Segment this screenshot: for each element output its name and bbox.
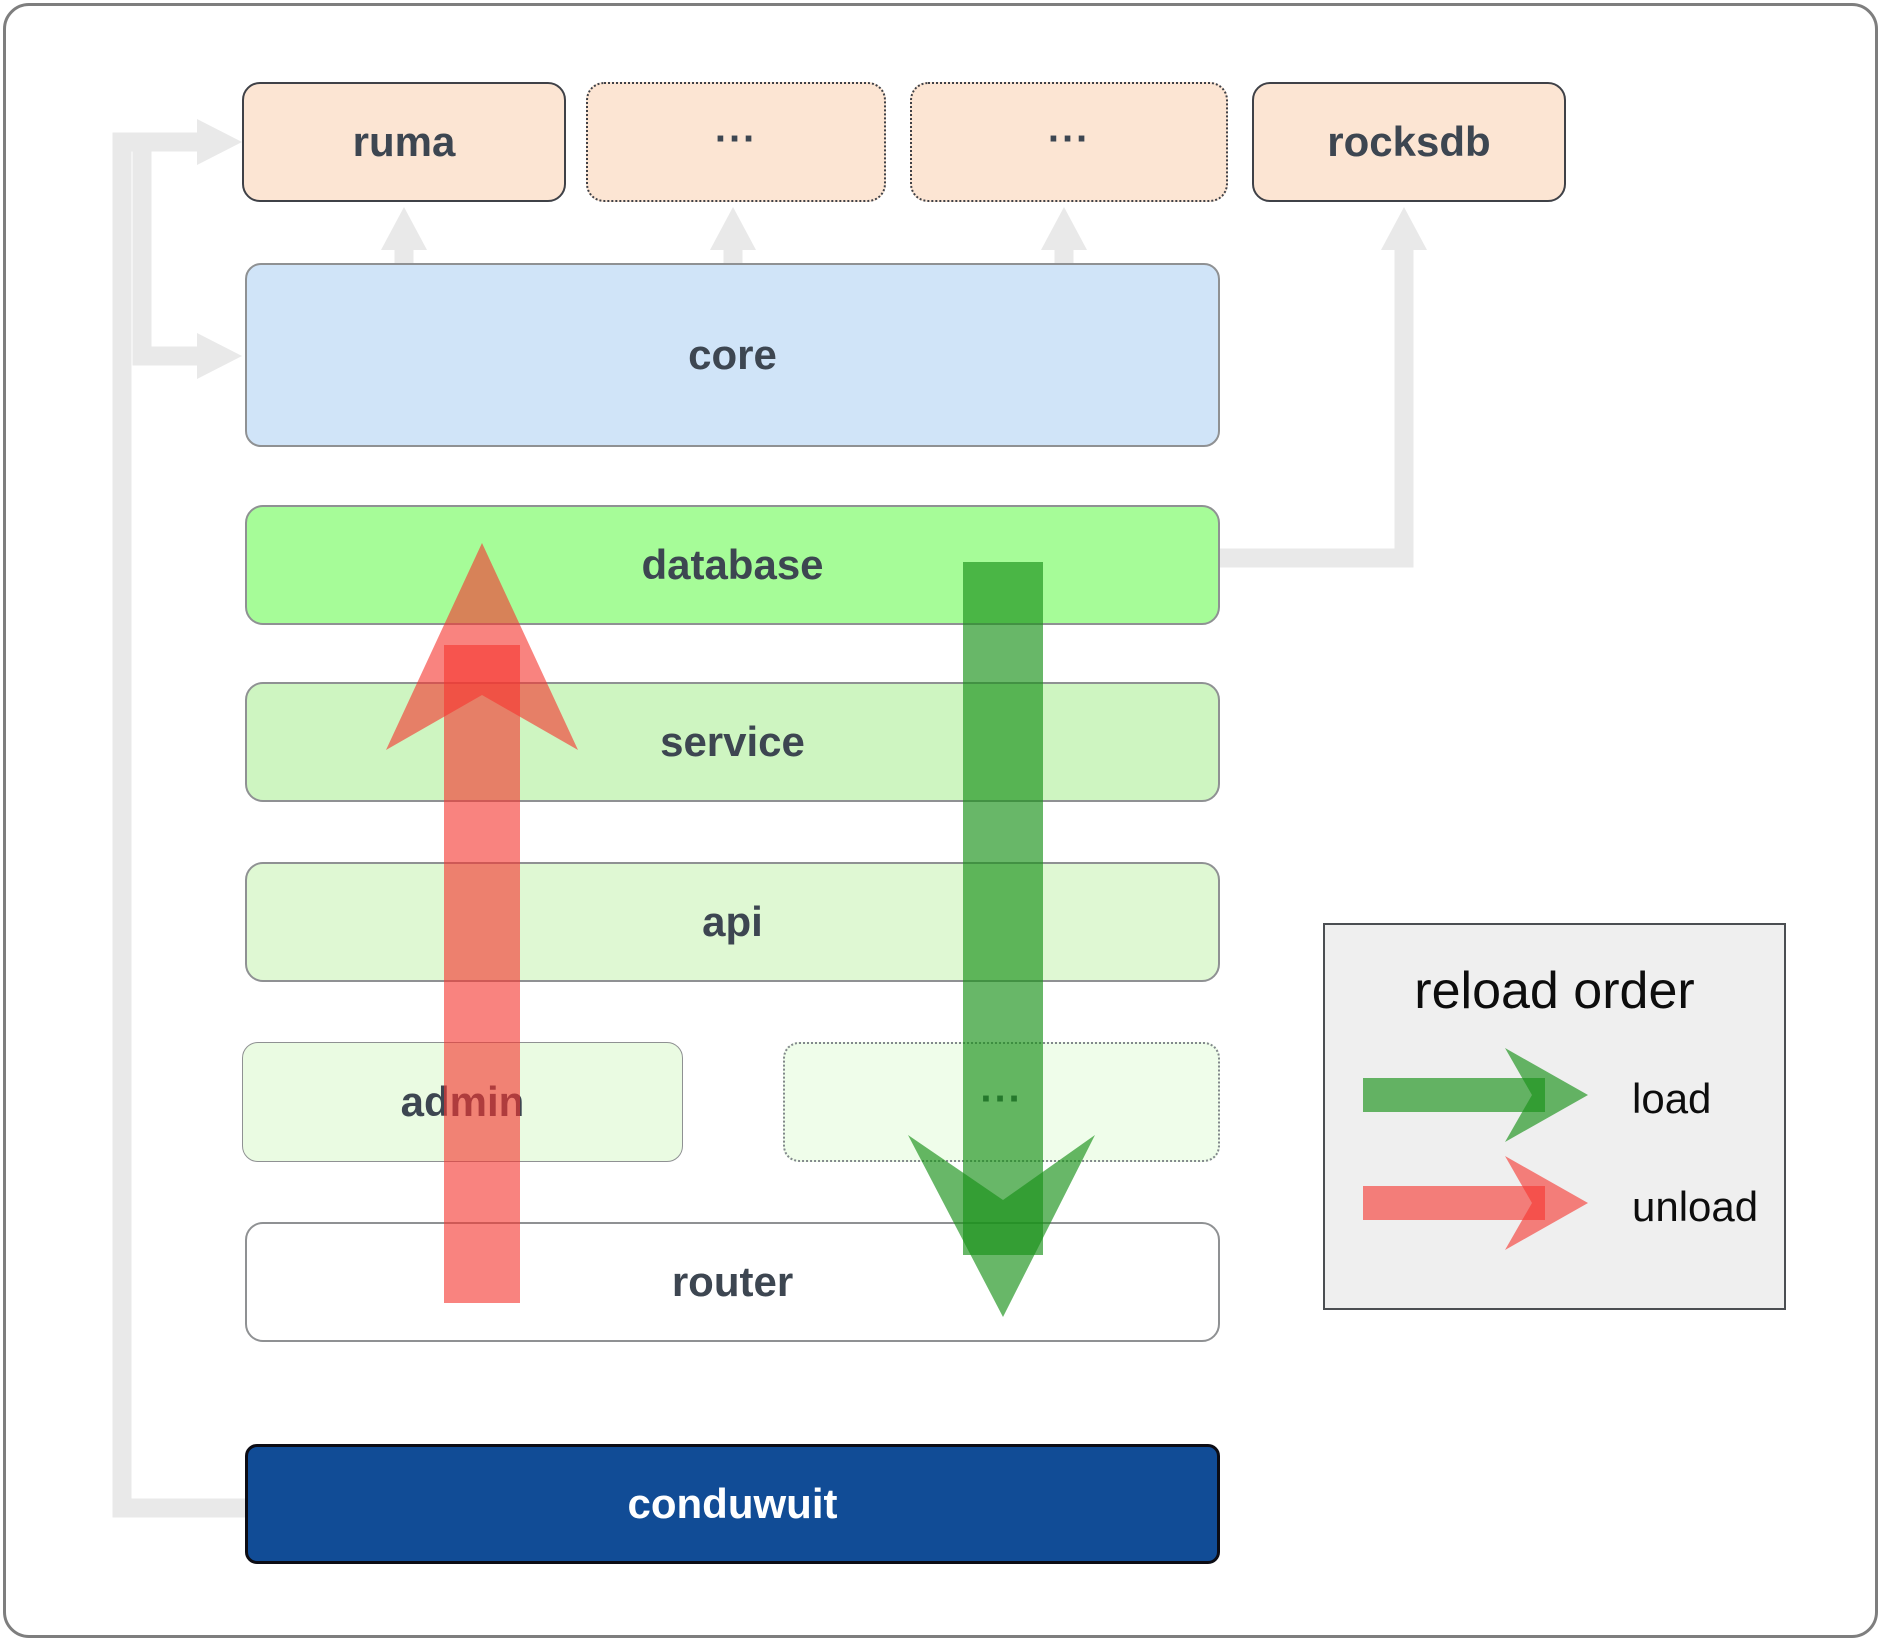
node-api: api xyxy=(245,862,1220,982)
node-service-label: service xyxy=(660,718,805,765)
node-ellipsis-admin-row-label: ... xyxy=(980,1066,1023,1110)
legend-load-label: load xyxy=(1632,1075,1712,1122)
legend-unload-label: unload xyxy=(1632,1183,1759,1230)
legend-box: reload order load unload xyxy=(1323,923,1786,1310)
node-service: service xyxy=(245,682,1220,802)
node-ellipsis-admin-row: ... xyxy=(783,1042,1220,1162)
node-ruma-label: ruma xyxy=(352,118,456,165)
node-ruma: ruma xyxy=(242,82,566,202)
legend-title: reload order xyxy=(1414,962,1695,1020)
node-ellipsis-top-1: ... xyxy=(586,82,886,202)
node-admin: admin xyxy=(242,1042,683,1162)
node-rocksdb-label: rocksdb xyxy=(1327,118,1491,165)
node-rocksdb: rocksdb xyxy=(1252,82,1566,202)
node-database: database xyxy=(245,505,1220,625)
outer-frame xyxy=(3,3,1878,1638)
node-conduwuit: conduwuit xyxy=(245,1444,1220,1564)
node-database-label: database xyxy=(641,541,824,588)
node-ellipsis-top-1-label: ... xyxy=(714,106,758,150)
node-ellipsis-top-2: ... xyxy=(910,82,1228,202)
node-conduwuit-label: conduwuit xyxy=(627,1480,838,1527)
node-api-label: api xyxy=(702,898,763,945)
node-admin-label: admin xyxy=(400,1078,525,1125)
node-ellipsis-top-2-label: ... xyxy=(1047,106,1091,150)
node-core: core xyxy=(245,263,1220,447)
node-router: router xyxy=(245,1222,1220,1342)
node-core-label: core xyxy=(688,331,777,378)
node-router-label: router xyxy=(671,1258,794,1305)
